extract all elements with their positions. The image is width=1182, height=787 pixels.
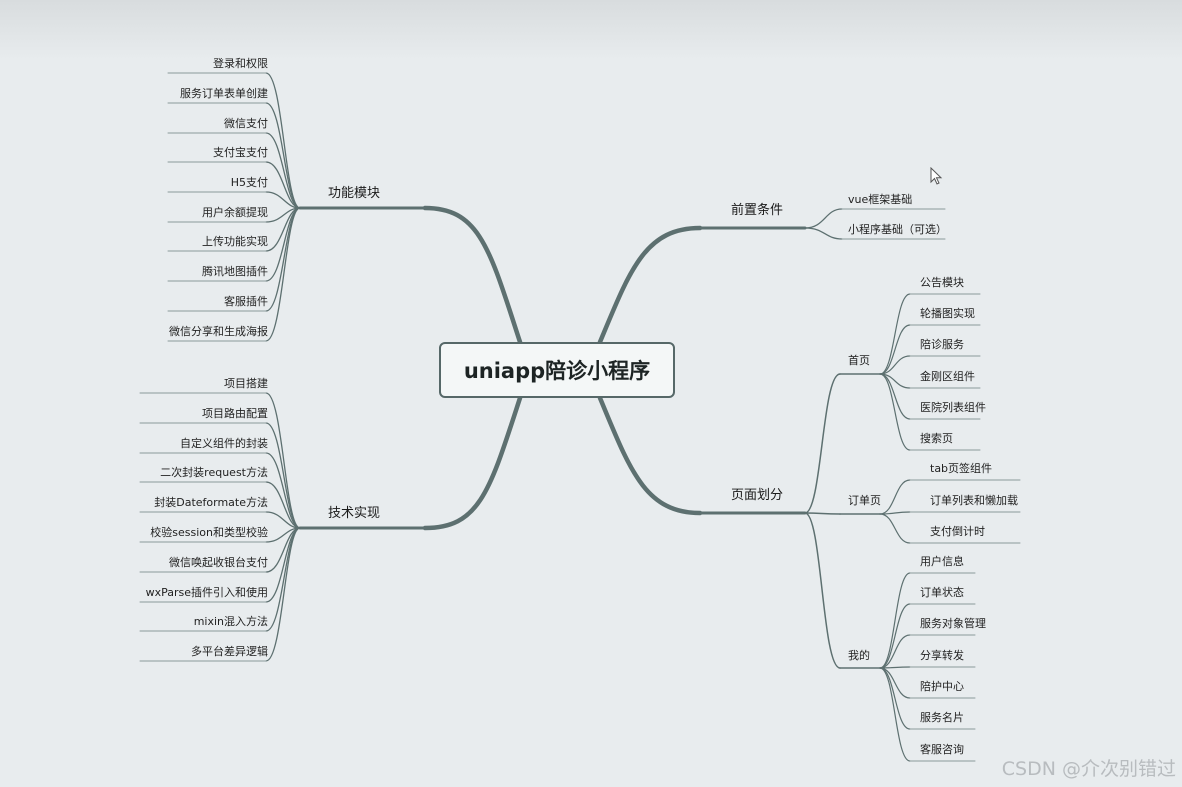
leaf-node[interactable]: wxParse插件引入和使用: [145, 586, 268, 599]
leaf-node[interactable]: 微信分享和生成海报: [169, 325, 268, 338]
leaf-node[interactable]: 金刚区组件: [920, 370, 975, 383]
connector-line: [879, 634, 911, 669]
connector-line: [265, 422, 301, 529]
leaf-node[interactable]: 公告模块: [920, 276, 964, 289]
connector-line: [265, 527, 301, 603]
leaf-node[interactable]: 上传功能实现: [202, 235, 268, 248]
connector-line: [265, 102, 301, 209]
leaf-node[interactable]: 客服咨询: [920, 743, 964, 756]
leaf-node[interactable]: 客服插件: [224, 295, 268, 308]
leaf-node[interactable]: 用户信息: [920, 555, 964, 568]
leaf-node[interactable]: 分享转发: [920, 649, 964, 662]
leaf-node[interactable]: 二次封装request方法: [160, 466, 268, 479]
connector-line: [597, 395, 703, 516]
branch-label-prerequisites[interactable]: 前置条件: [731, 203, 784, 218]
leaf-node[interactable]: 订单状态: [920, 586, 964, 599]
leaf-node[interactable]: 医院列表组件: [920, 401, 986, 414]
connector-line: [879, 667, 911, 699]
branch-label-features[interactable]: 功能模块: [328, 186, 381, 201]
leaf-node[interactable]: 多平台差异逻辑: [191, 645, 268, 658]
connector-line: [879, 355, 911, 375]
leaf-node[interactable]: 登录和权限: [213, 57, 268, 70]
connector-line: [265, 511, 301, 529]
connector-line: [597, 225, 703, 345]
connector-line: [265, 392, 301, 529]
connector-line: [265, 481, 301, 529]
connector-line: [265, 527, 301, 632]
connector-line: [879, 373, 911, 451]
branch-label-tech[interactable]: 技术实现: [328, 506, 381, 521]
leaf-node[interactable]: 项目路由配置: [202, 407, 268, 420]
connector-line: [265, 132, 301, 209]
group-label-home[interactable]: 首页: [848, 354, 870, 367]
leaf-node[interactable]: vue框架基础: [848, 193, 913, 206]
connector-line: [265, 207, 301, 342]
connector-line: [804, 373, 841, 514]
watermark: CSDN @介次别错过: [1001, 758, 1176, 780]
leaf-node[interactable]: 轮播图实现: [920, 307, 975, 320]
connector-line: [265, 527, 301, 662]
group-label-orders[interactable]: 订单页: [848, 494, 881, 507]
leaf-node[interactable]: 支付倒计时: [930, 525, 985, 538]
branch-label-pages[interactable]: 页面划分: [731, 488, 784, 503]
connector-line: [879, 324, 911, 375]
leaf-node[interactable]: 腾讯地图插件: [202, 265, 268, 278]
leaf-node[interactable]: 陪诊服务: [920, 338, 964, 351]
leaf-node[interactable]: 小程序基础（可选）: [848, 223, 947, 236]
root-node[interactable]: uniapp陪诊小程序: [439, 342, 675, 398]
connector-line: [265, 452, 301, 529]
connector-line: [804, 512, 841, 669]
leaf-node[interactable]: 项目搭建: [224, 377, 268, 390]
connector-line: [804, 208, 843, 229]
connector-line: [804, 512, 841, 515]
connector-line: [265, 72, 301, 209]
leaf-node[interactable]: H5支付: [230, 176, 268, 189]
leaf-node[interactable]: 服务订单表单创建: [180, 87, 268, 100]
connector-line: [265, 207, 301, 312]
connector-line: [422, 395, 523, 531]
leaf-node[interactable]: 陪护中心: [920, 680, 964, 693]
top-shadow-band: [0, 0, 1182, 60]
leaf-node[interactable]: tab页签组件: [930, 462, 993, 475]
connector-line: [265, 191, 301, 209]
connector-line: [879, 513, 911, 544]
connector-line: [804, 227, 843, 240]
leaf-node[interactable]: 订单列表和懒加载: [930, 494, 1018, 507]
leaf-node[interactable]: 支付宝支付: [213, 146, 268, 159]
mouse-cursor-icon: [930, 167, 943, 185]
leaf-node[interactable]: 服务对象管理: [920, 617, 986, 630]
connector-line: [422, 205, 523, 345]
connector-line: [879, 293, 911, 375]
leaf-node[interactable]: 微信唤起收银台支付: [169, 556, 268, 569]
connector-line: [879, 667, 911, 762]
group-label-mine[interactable]: 我的: [848, 649, 870, 662]
connector-line: [265, 207, 301, 282]
connector-line: [879, 572, 911, 669]
connector-line: [879, 479, 911, 515]
leaf-node[interactable]: 服务名片: [920, 711, 964, 724]
leaf-node[interactable]: mixin混入方法: [193, 615, 268, 628]
leaf-node[interactable]: 自定义组件的封装: [180, 437, 268, 450]
connector-line: [265, 161, 301, 209]
leaf-node[interactable]: 校验session和类型校验: [150, 526, 268, 539]
leaf-node[interactable]: 微信支付: [224, 117, 268, 130]
leaf-node[interactable]: 封装Dateformate方法: [154, 496, 268, 509]
leaf-node[interactable]: 搜索页: [920, 432, 953, 445]
connector-line: [879, 667, 911, 730]
leaf-node[interactable]: 用户余额提现: [202, 206, 268, 219]
connector-line: [879, 603, 911, 669]
